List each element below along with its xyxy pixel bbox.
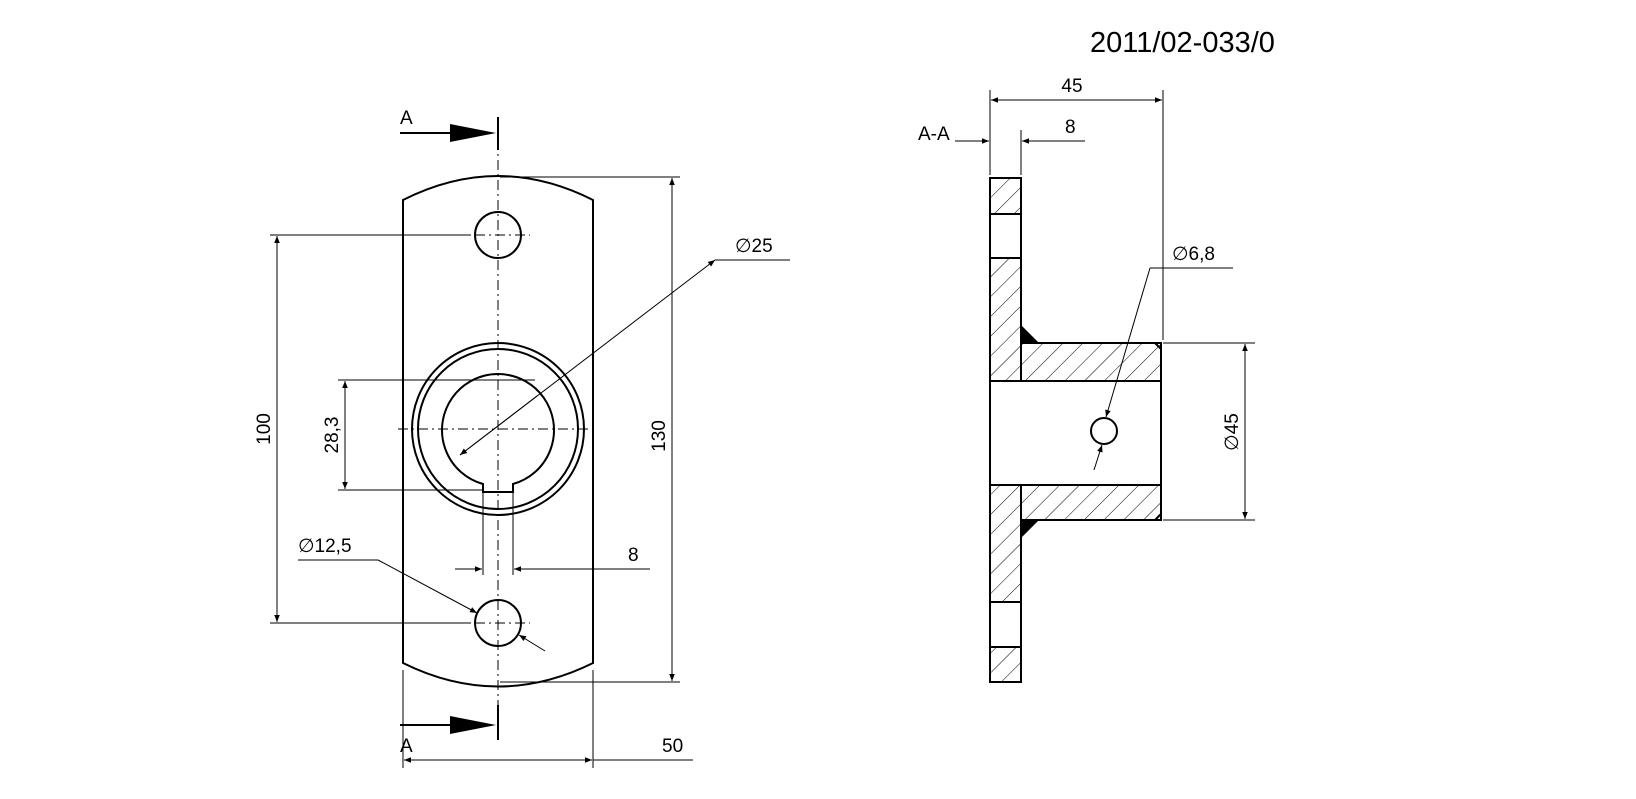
hub-chamfer-top [1154,342,1162,350]
dim-hub-dia: ∅45 [1222,413,1243,451]
dim-overall-length: 45 [1061,76,1082,97]
weld-bottom [1021,520,1039,538]
weld-top [1021,325,1039,343]
section-label: A-A [918,124,950,145]
dim-plate-thickness: 8 [1065,117,1076,138]
leader-hole-dia [377,559,478,614]
plate-section-middle-bottom [989,484,1022,603]
section-marker-bottom: A [400,736,413,757]
dim-overall-height: 130 [649,420,670,452]
section-arrow-top-head [450,124,496,142]
leader-bore-dia-ext [459,395,538,456]
dim-pin-hole-dia: ∅6,8 [1172,244,1215,265]
keyed-bore [441,373,555,493]
pin-hole [1090,417,1118,445]
section-arrow-bottom-head [450,716,496,734]
hub-wall-bottom [1020,484,1162,521]
dim-hole-spacing: 100 [254,413,275,445]
plate-section-bottom [989,646,1022,683]
dim-bore-height: 28,3 [322,417,343,454]
front-view: A A 100 28,3 130 ∅25 ∅12,5 8 [254,108,790,768]
plate-section-middle-top [989,257,1022,382]
dim-bore-dia: ∅25 [735,236,773,257]
section-view: A-A 45 8 ∅6,8 ∅45 [918,76,1255,683]
dim-plate-width: 50 [662,736,683,757]
leader-hole-dia-tail [518,634,546,652]
hub-wall-top [1020,342,1162,382]
leader-pin-dia-tail [1093,444,1103,471]
leader-pin-dia [1105,267,1151,418]
section-marker-top: A [400,108,413,129]
hub-chamfer-bottom [1154,513,1162,521]
dim-hole-dia: ∅12,5 [298,536,352,557]
plate-outline [402,175,594,688]
drawing-number: 2011/02-033/0 [1090,27,1275,59]
plate-section-top [989,177,1022,215]
dim-key-width: 8 [628,545,639,566]
